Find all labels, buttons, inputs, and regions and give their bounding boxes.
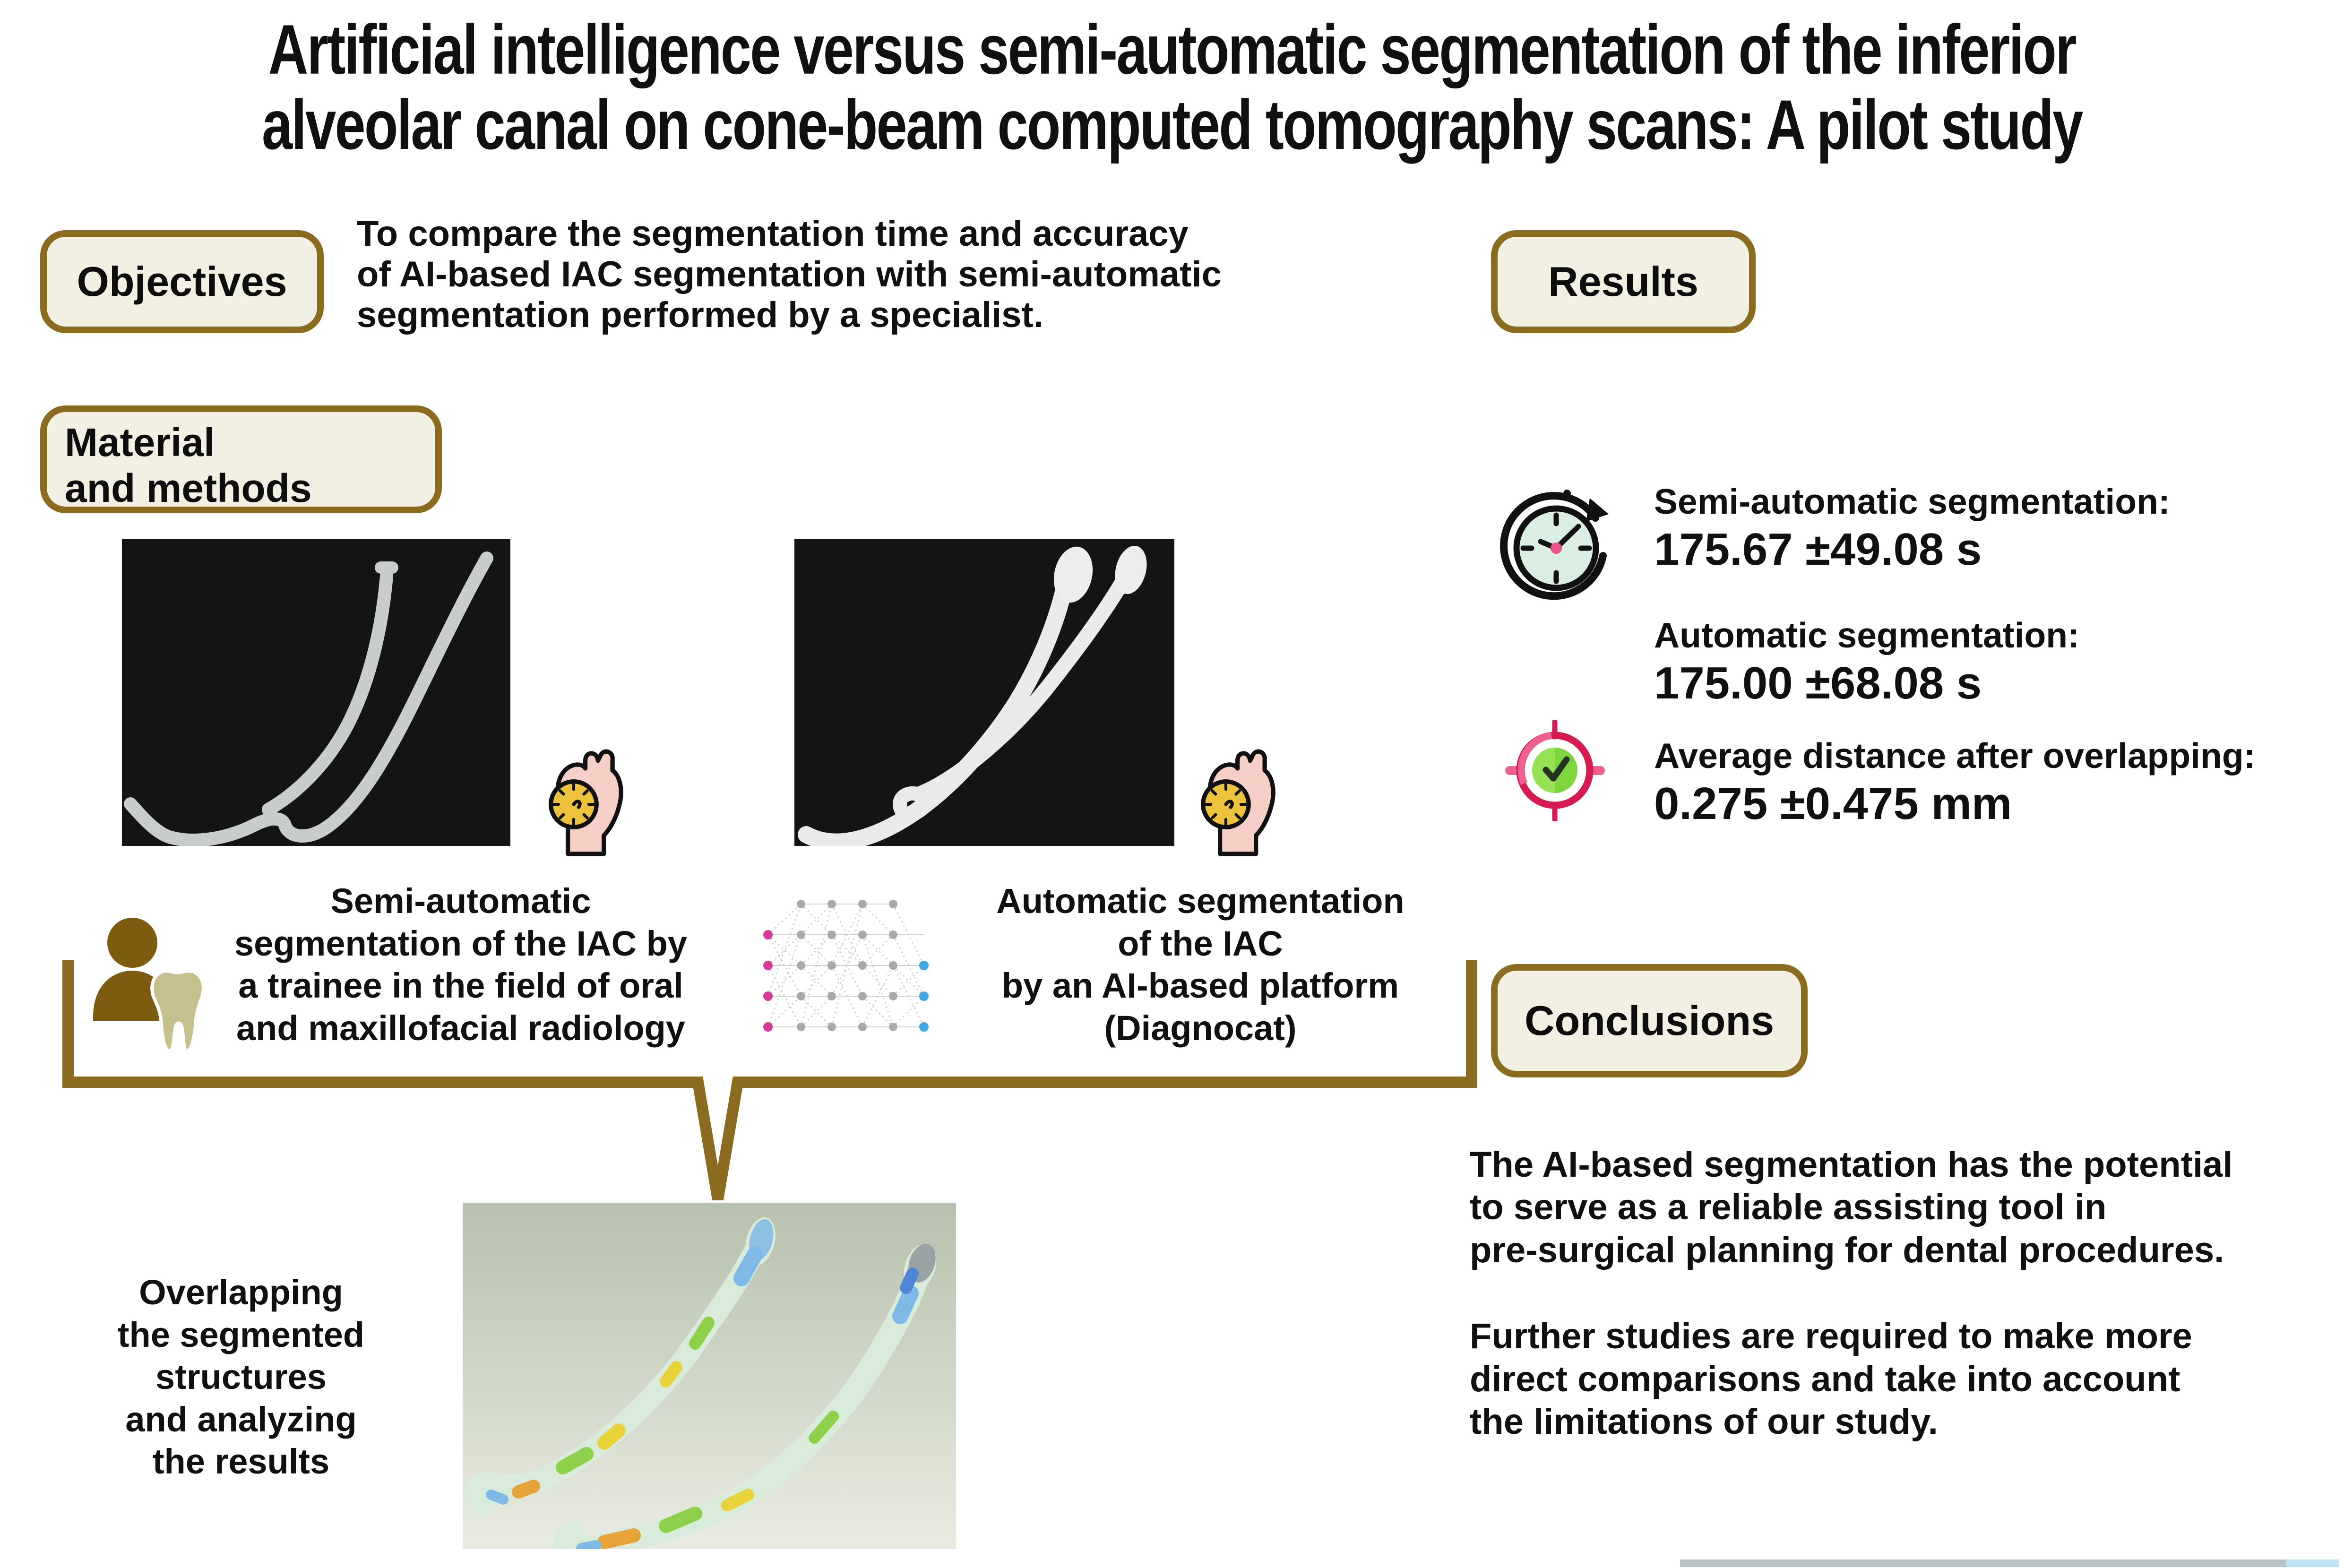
caption-line: and maxillofacial radiology [236,1008,685,1048]
overlap-heatmap-image [463,1203,956,1549]
material-label-line-2: and methods [65,466,312,511]
objectives-text-line: To compare the segmentation time and acc… [357,214,1189,254]
caption-line: Automatic segmentation [996,881,1405,921]
hand-stopwatch-icon [549,749,623,856]
result-heading: Semi-automatic segmentation: [1654,482,2170,521]
automatic-caption: Automatic segmentation of the IAC by an … [940,880,1460,1049]
hand-stopwatch-icon [1201,749,1275,856]
caption-line: Overlapping [139,1273,343,1312]
caption-line: of the IAC [1118,923,1283,963]
ct-segmentation-image-semi [122,539,510,847]
paragraph-gap [1470,1272,2344,1315]
objectives-box: Objectives [40,230,324,333]
result-item-distance: Average distance after overlapping: 0.27… [1654,737,2256,828]
conclusions-line: the limitations of our study. [1470,1402,1938,1442]
conclusions-line: to serve as a reliable assisting tool in [1470,1187,2107,1228]
result-heading: Automatic segmentation: [1654,615,2080,655]
title-line-1: Artificial intelligence versus semi-auto… [268,10,2077,89]
caption-line: by an AI-based platform [1001,966,1399,1006]
conclusions-box: Conclusions [1491,964,1808,1077]
caption-line: and analyzing [125,1399,357,1439]
neural-network-icon [763,900,929,1032]
caption-line: (Diagnocat) [1104,1008,1297,1048]
material-methods-box: Material and methods [40,405,442,513]
caption-line: the results [152,1442,330,1482]
result-value: 175.00 ±68.08 s [1654,657,1982,708]
result-item-auto: Automatic segmentation: 175.00 ±68.08 s [1654,617,2079,707]
results-label: Results [1548,258,1698,305]
iac-canal-render-auto [798,545,1147,851]
footer-bar [1680,1559,2339,1567]
caption-line: the segmented [117,1315,365,1354]
caption-line: a trainee in the field of oral [238,966,683,1006]
caption-line: segmentation of the IAC by [234,923,687,963]
flow-bracket [62,960,1477,1201]
conclusions-line: pre-surgical planning for dental procedu… [1470,1230,2224,1270]
conclusions-line: The AI-based segmentation has the potent… [1470,1145,2233,1185]
result-value: 175.67 ±49.08 s [1654,524,1982,575]
caption-line: structures [155,1357,327,1397]
ct-segmentation-image-auto [794,539,1174,851]
result-heading: Average distance after overlapping: [1654,736,2256,775]
conclusions-line: Further studies are required to make mor… [1470,1316,2192,1357]
conclusions-label: Conclusions [1524,997,1775,1044]
iac-canal-render-semi [124,551,493,847]
material-label-line-1: Material [65,420,215,465]
conclusions-text: The AI-based segmentation has the potent… [1470,1144,2344,1444]
conclusions-line: direct comparisons and take into account [1470,1359,2180,1399]
footer-bar-blue-segment [2286,1559,2339,1567]
semi-automatic-caption: Semi-automatic segmentation of the IAC b… [175,880,747,1049]
page-title: Artificial intelligence versus semi-auto… [0,10,2344,162]
result-item-semi: Semi-automatic segmentation: 175.67 ±49.… [1654,483,2170,574]
overlap-caption: Overlapping the segmented structures and… [66,1271,416,1483]
objectives-label: Objectives [77,258,287,305]
radiologist-tooth-icon [93,918,205,1053]
results-box: Results [1491,230,1756,333]
objectives-text: To compare the segmentation time and acc… [357,214,1444,336]
tooth-icon [150,969,205,1053]
title-line-2: alveolar canal on cone-beam computed tom… [262,85,2083,164]
result-value: 0.275 ±0.475 mm [1654,778,2012,829]
clock-icon [1500,490,1609,600]
target-check-icon [1505,720,1605,821]
caption-line: Semi-automatic [330,881,591,921]
objectives-text-line: segmentation performed by a specialist. [357,294,1043,335]
objectives-text-line: of AI-based IAC segmentation with semi-a… [357,254,1222,294]
